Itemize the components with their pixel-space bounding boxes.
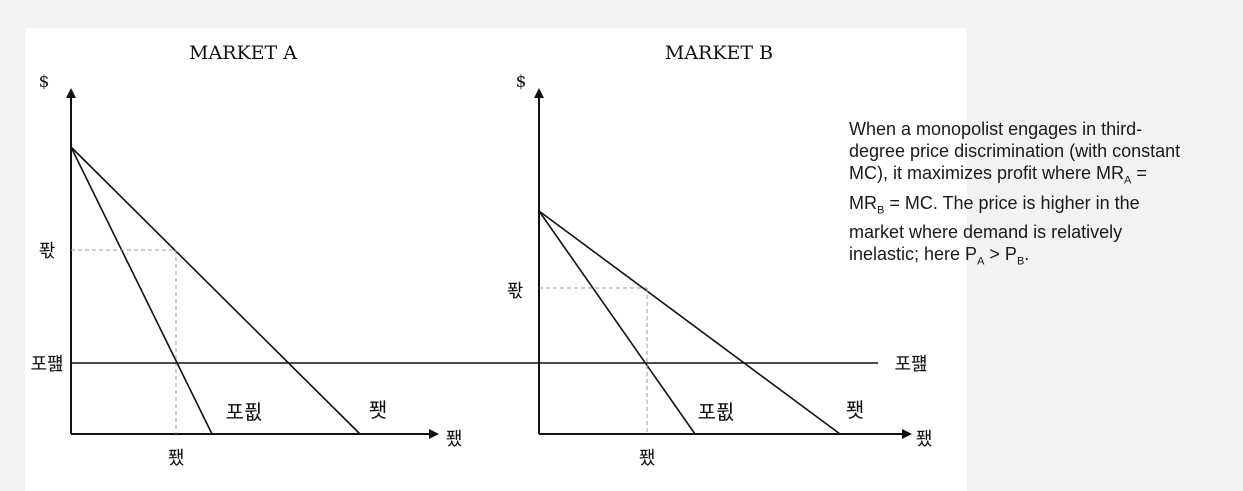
market-b-mc-label: 포퍮: [894, 354, 927, 375]
market-a-mr-curve: [70, 146, 213, 435]
note-line-6-text: inelastic; here P: [849, 244, 978, 265]
market-a-demand-label: 퐷: [369, 398, 387, 422]
market-a-title: MARKET A: [189, 42, 297, 64]
note-line-6: inelastic; here PA > PB.: [849, 243, 1241, 273]
market-b-mr-label: 포퓞: [698, 400, 735, 424]
market-b-y-label: $: [516, 72, 527, 92]
note-line-6-end: .: [1024, 244, 1030, 265]
market-b-title: MARKET B: [665, 42, 773, 64]
note-line-3: MC), it maximizes profit where MRA =: [849, 162, 1241, 192]
note-line-5: market where demand is relatively: [849, 222, 1123, 243]
note-line-4-text: MR: [849, 192, 877, 213]
market-b-x-axis-label: 퐸: [916, 429, 933, 450]
market-b-quantity-label: 퐸: [639, 448, 656, 469]
market-a-x-axis-label: 퐸: [446, 429, 463, 450]
market-a-mc-label: 포퍮: [30, 354, 63, 375]
note-line-3-end: =: [1131, 163, 1147, 183]
explanation-note: When a monopolist engages in third- degr…: [849, 118, 1241, 273]
market-a-price-label: 퐋: [39, 241, 56, 262]
note-line-3-text: MC), it maximizes profit where MR: [849, 163, 1125, 183]
note-line-6-sub-a: A: [977, 255, 985, 268]
market-a-mr-label: 포퓞: [226, 400, 263, 424]
note-line-2: degree price discrimination (with consta…: [849, 141, 1181, 161]
note-line-6-sub-b: B: [1016, 255, 1025, 268]
note-line-6-mid: > P: [984, 244, 1017, 265]
note-line-4: MRB = MC. The price is higher in the: [849, 192, 1241, 222]
diagram-panel: [25, 28, 967, 491]
market-b-demand-curve: [538, 210, 841, 435]
market-a-y-label: $: [39, 72, 50, 92]
market-a-demand-curve: [70, 146, 361, 435]
market-b-price-label: 퐋: [507, 281, 524, 302]
note-line-1: When a monopolist engages in third-: [849, 119, 1143, 139]
note-line-4-sub: B: [877, 204, 885, 217]
market-b-mr-curve: [538, 210, 696, 435]
market-a-quantity-label: 퐸: [168, 448, 185, 469]
note-line-4-end: = MC. The price is higher in the: [884, 192, 1140, 213]
market-b-demand-label: 퐷: [846, 398, 864, 422]
note-line-3-sub: A: [1124, 174, 1132, 187]
